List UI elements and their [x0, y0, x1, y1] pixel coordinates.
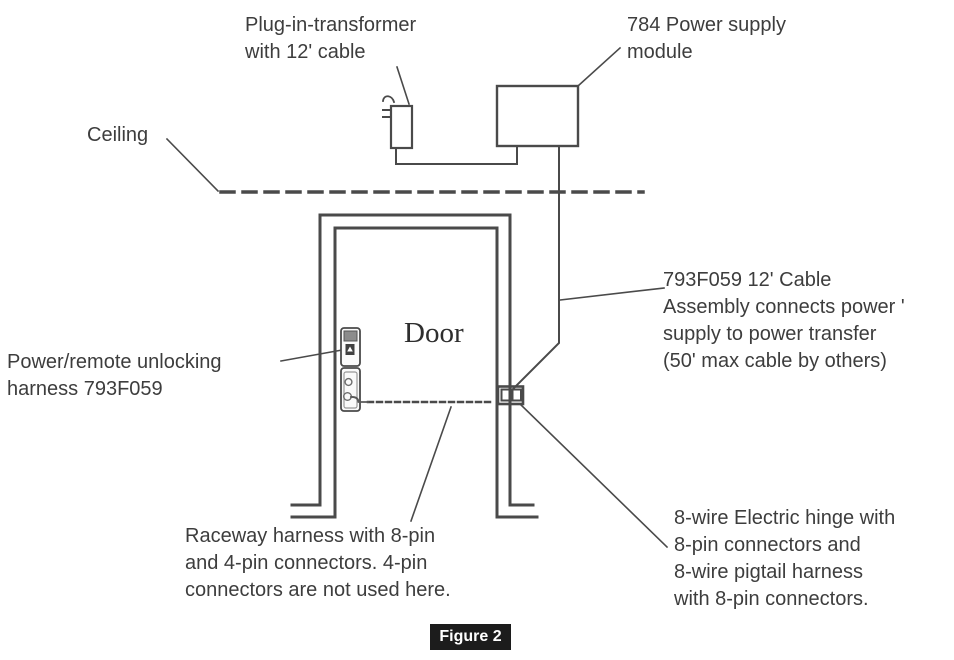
door-frame-inner-line	[290, 226, 539, 519]
power-supply-cable	[511, 145, 560, 391]
door-frame-outer-line	[290, 213, 535, 507]
cord-curl	[381, 95, 396, 104]
ceiling-leader-line	[165, 137, 220, 193]
plug-in-transformer	[381, 95, 414, 150]
lock-indicator-arrow-icon	[347, 346, 353, 352]
label-784-power-supply-module: 784 Power supply module	[627, 14, 786, 63]
label-door: Door	[404, 317, 464, 349]
784-power-supply-module	[495, 84, 580, 148]
label-cable-assembly: 793F059 12' Cable Assembly connects powe…	[663, 269, 905, 372]
hinge-connector-right	[511, 388, 522, 402]
lock-reader-cap	[343, 330, 358, 342]
hinge-connector-left	[500, 388, 511, 402]
hinge-leader-line	[518, 402, 669, 549]
label-ceiling: Ceiling	[87, 124, 149, 146]
8-wire-electric-hinge	[496, 385, 525, 406]
figure-caption-badge: Figure 2	[430, 624, 511, 650]
label-unlocking-harness: Power/remote unlocking harness 793F059	[7, 351, 222, 400]
label-electric-hinge: 8-wire Electric hinge with 8-pin connect…	[674, 507, 896, 610]
transformer-cord	[395, 146, 518, 165]
transformer-leader-line	[395, 65, 411, 106]
power-supply-leader-line	[576, 46, 622, 88]
label-plug-in-transformer: Plug-in-transformer with 12' cable	[245, 14, 417, 63]
label-raceway-harness: Raceway harness with 8-pin and 4-pin con…	[185, 525, 451, 601]
lock-cylinder	[344, 377, 353, 387]
power-remote-unlocking-lock	[340, 327, 369, 412]
unlocking-harness-leader-line	[280, 349, 343, 362]
raceway-leader-line	[409, 405, 453, 523]
cable-assembly-leader-line	[559, 287, 665, 301]
lock-lever	[350, 396, 369, 403]
